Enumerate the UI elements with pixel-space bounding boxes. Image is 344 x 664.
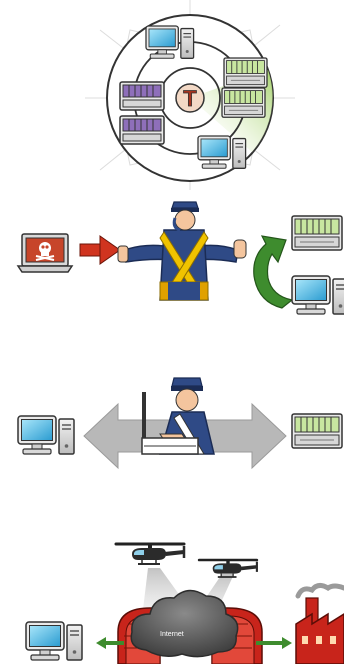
red-arrow-icon [80, 236, 120, 264]
server-rack-icon [224, 58, 267, 87]
intrusion-block-panel [0, 190, 344, 330]
center-hub-label: T [183, 86, 197, 111]
security-guard-icon [142, 378, 214, 454]
police-officer-icon [118, 202, 246, 300]
monitor-icon [26, 622, 82, 660]
server-rack-icon [120, 116, 164, 144]
server-rack-icon [292, 414, 342, 448]
server-rack-icon [222, 88, 265, 117]
internet-firewall-panel: Internet [0, 500, 344, 664]
server-rack-icon [120, 82, 164, 110]
factory-icon [296, 585, 344, 664]
laptop-skull-icon [18, 234, 72, 272]
monitor-icon [292, 276, 344, 314]
server-rack-icon [292, 216, 342, 250]
network-ring-panel: T [0, 0, 344, 190]
guarded-connection-panel [0, 330, 344, 500]
cloud-label: Internet [160, 631, 184, 638]
helicopter-icon [116, 544, 184, 564]
monitor-icon [18, 416, 74, 454]
circular-arrow-icon [254, 236, 292, 308]
